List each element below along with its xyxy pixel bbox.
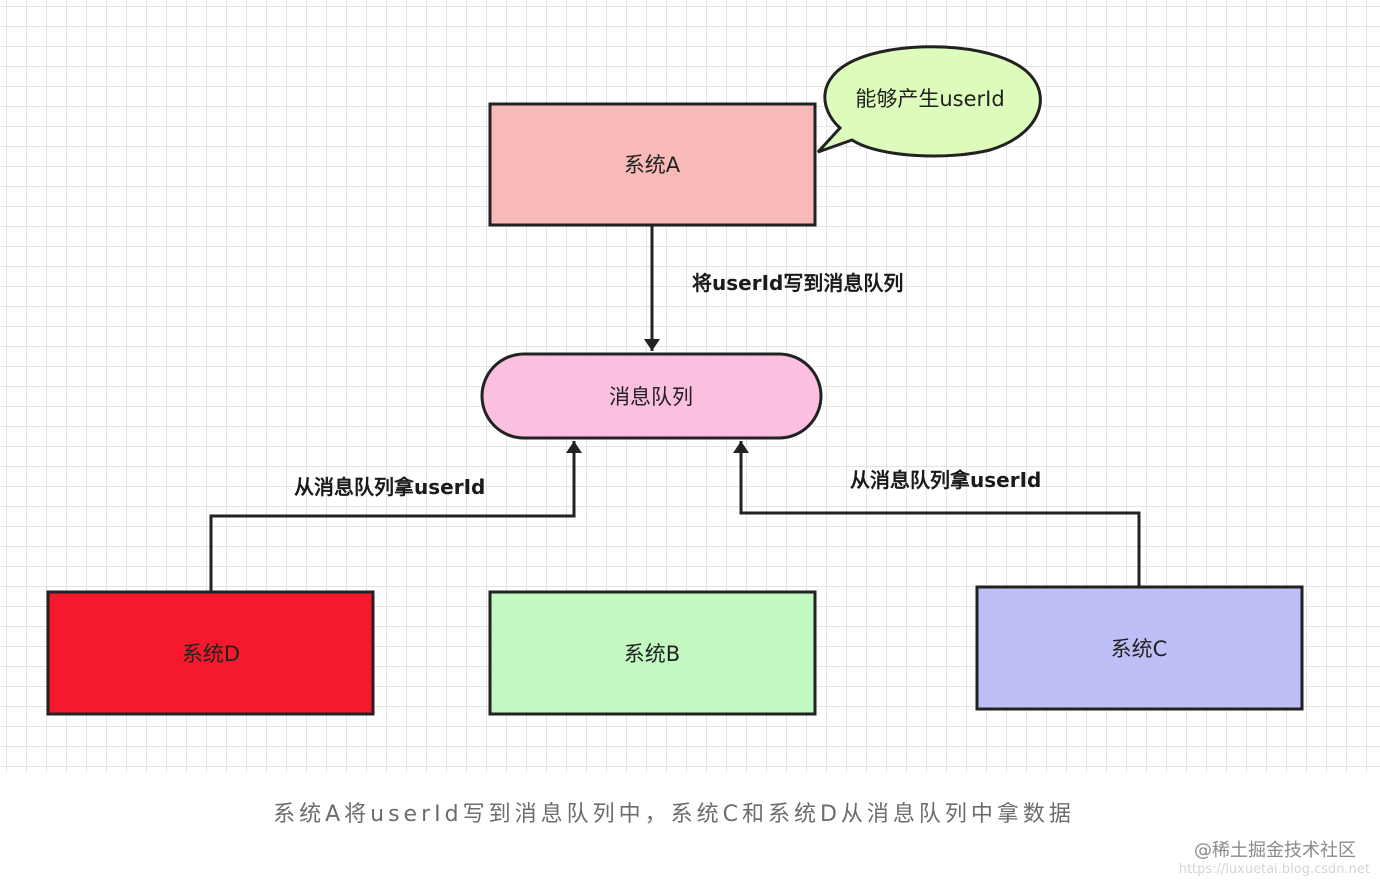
watermark-text: @稀土掘金技术社区 [1194, 840, 1356, 861]
node-system-d[interactable]: 系统D [46, 590, 375, 716]
edge-d-to-queue: 从消息队列拿userId [209, 441, 582, 591]
node-system-a-box [488, 102, 817, 227]
node-system-b[interactable]: 系统B [488, 590, 817, 716]
edge-c-to-queue-line [733, 441, 1141, 587]
callout-bubble-shape [816, 45, 1042, 158]
edge-d-to-queue-label: 从消息队列拿userId [294, 475, 485, 499]
callout-bubble: 能够产生userId [816, 45, 1042, 158]
node-message-queue[interactable]: 消息队列 [480, 352, 823, 440]
figure-caption: 系统A将userId写到消息队列中，系统C和系统D从消息队列中拿数据 [273, 802, 1075, 827]
node-system-c-box [975, 585, 1304, 711]
node-system-a-label: 系统A [624, 153, 681, 177]
node-message-queue-box [480, 352, 823, 440]
node-system-d-label: 系统D [182, 642, 240, 666]
edge-a-to-queue: 将userId写到消息队列 [644, 225, 903, 351]
node-system-b-box [488, 590, 817, 716]
edge-c-to-queue-label: 从消息队列拿userId [850, 468, 1041, 492]
edge-d-to-queue-line [209, 441, 582, 591]
node-system-c[interactable]: 系统C [975, 585, 1304, 711]
edge-a-to-queue-label: 将userId写到消息队列 [692, 271, 903, 295]
edge-c-to-queue: 从消息队列拿userId [733, 441, 1141, 587]
node-system-a[interactable]: 系统A [488, 102, 817, 227]
callout-bubble-label: 能够产生userId [855, 87, 1004, 111]
flow-diagram: 将userId写到消息队列 从消息队列拿userId 从消息队列拿userId … [46, 45, 1304, 716]
watermark-url: https://luxuetai.blog.csdn.net [1178, 862, 1370, 877]
node-system-d-box [46, 590, 375, 716]
node-system-b-label: 系统B [624, 642, 680, 666]
node-message-queue-label: 消息队列 [609, 385, 693, 409]
node-system-c-label: 系统C [1111, 637, 1168, 661]
